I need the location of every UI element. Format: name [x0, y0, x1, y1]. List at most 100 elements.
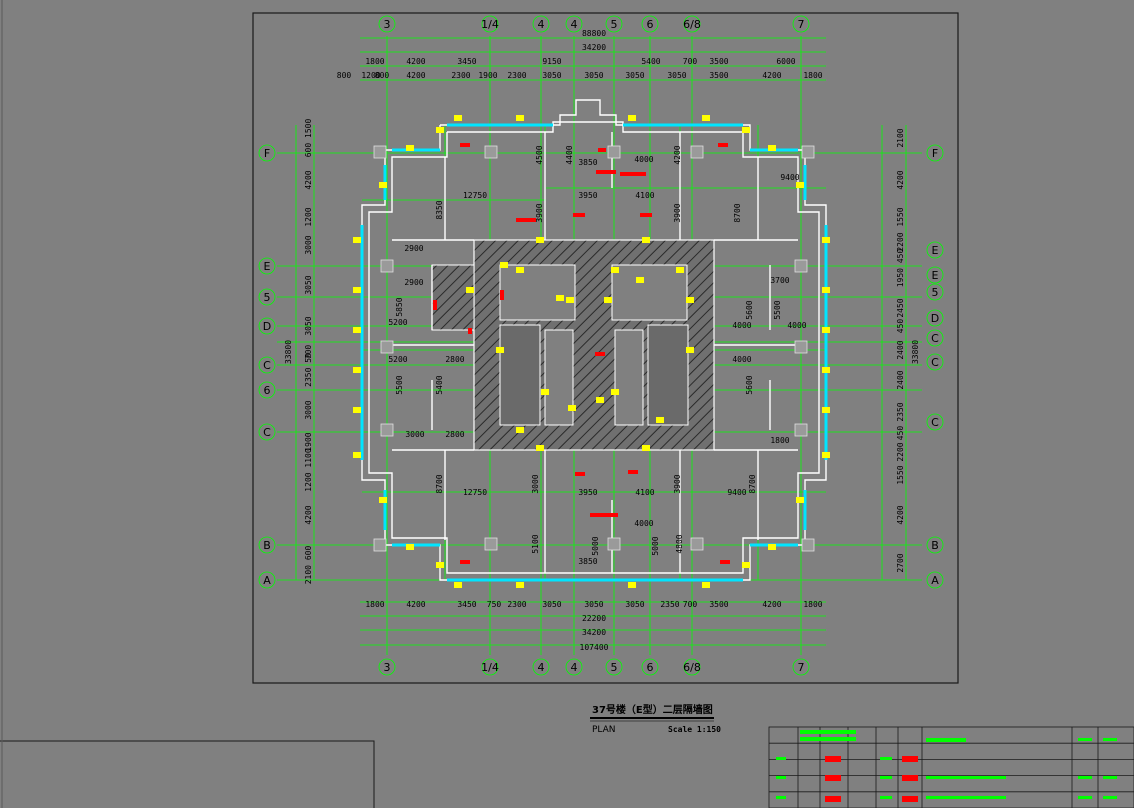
- column-mark: [822, 407, 830, 413]
- dimension-value: 2350 50: [304, 353, 313, 387]
- column-mark: [822, 367, 830, 373]
- red-mark: [573, 213, 585, 217]
- axis-label-right: C: [931, 332, 939, 345]
- dimension-value: 2700: [896, 553, 905, 572]
- column-pad: [484, 145, 498, 159]
- red-mark: [433, 300, 437, 310]
- axis-label-right-circle: [926, 283, 944, 301]
- signature-mark: [825, 756, 841, 762]
- dimension-value: 4200: [406, 600, 425, 609]
- dimension-interior: 4000: [732, 355, 751, 364]
- title-block-text-placeholder: [926, 738, 966, 742]
- axis-label-left-circle: [258, 536, 276, 554]
- dimension-value: 4200: [896, 170, 905, 189]
- dimension-interior: 4400: [565, 145, 574, 164]
- axis-label-bottom-circle: [565, 658, 583, 676]
- column-mark: [379, 182, 387, 188]
- axis-label-top: 1/4: [481, 18, 499, 31]
- dimension-value: 3050: [584, 71, 603, 80]
- column-mark: [536, 237, 544, 243]
- column-mark: [353, 367, 361, 373]
- title-block-text-placeholder: [1078, 776, 1092, 779]
- dimension-value: 1800: [365, 600, 384, 609]
- column-mark: [541, 389, 549, 395]
- drawing-subtitle: PLAN: [592, 725, 616, 735]
- column-mark: [379, 497, 387, 503]
- dimension-value: 2350: [896, 402, 905, 421]
- column-mark: [568, 405, 576, 411]
- column-mark: [702, 582, 710, 588]
- axis-label-bottom: 7: [798, 661, 805, 674]
- dimension-value: 1200: [304, 207, 313, 226]
- column-pad: [801, 145, 815, 159]
- axis-label-bottom: 6: [647, 661, 654, 674]
- title-block-text-placeholder: [776, 796, 786, 799]
- dimension-value: 4200: [304, 170, 313, 189]
- dimension-value: 3050: [584, 600, 603, 609]
- column-mark: [516, 582, 524, 588]
- column-mark: [796, 497, 804, 503]
- walls: [361, 99, 827, 581]
- column-mark: [516, 267, 524, 273]
- dimension-value: 4200: [406, 71, 425, 80]
- dimension-value: 1900: [304, 432, 313, 451]
- axis-label-right-circle: [926, 536, 944, 554]
- axis-label-right: A: [931, 574, 939, 587]
- drawing-title: 37号楼（E型）二层隔墙图: [592, 703, 713, 716]
- dimension-value: 9150: [542, 57, 561, 66]
- axis-label-left-circle: [258, 257, 276, 275]
- column-mark: [536, 445, 544, 451]
- column-pad: [484, 537, 498, 551]
- dimension-value: 3050: [542, 71, 561, 80]
- axis-label-left-circle: [258, 144, 276, 162]
- dimension-value: 4200: [304, 505, 313, 524]
- dimension-interior: 4200: [673, 145, 682, 164]
- dimension-value: 3050: [667, 71, 686, 80]
- column-pad: [794, 423, 808, 437]
- dimension-value: 2400: [896, 370, 905, 389]
- axis-label-top: 3: [384, 18, 391, 31]
- column-pad: [373, 145, 387, 159]
- column-mark: [642, 237, 650, 243]
- axis-label-bottom: 1/4: [481, 661, 499, 674]
- column-mark: [676, 267, 684, 273]
- dimension-interior: 2800: [445, 355, 464, 364]
- column-mark: [436, 127, 444, 133]
- dimension-interior: 4100: [635, 191, 654, 200]
- column-mark: [466, 287, 474, 293]
- column-mark: [500, 262, 508, 268]
- dimension-interior: 4500: [535, 145, 544, 164]
- dimension-interior: 5200: [388, 318, 407, 327]
- column-mark: [516, 115, 524, 121]
- axis-label-left: B: [263, 539, 271, 552]
- dimension-value: 1900: [478, 71, 497, 80]
- axis-label-bottom-circle: [641, 658, 659, 676]
- axis-label-right-circle: [926, 571, 944, 589]
- dimension-interior: 4100: [635, 488, 654, 497]
- red-mark: [468, 328, 472, 334]
- sheet-border-left: [0, 740, 375, 808]
- dimension-interior: 12750: [463, 488, 487, 497]
- title-block-text-placeholder: [800, 737, 856, 741]
- dimension-value: 3450: [457, 57, 476, 66]
- axis-label-left: E: [264, 260, 271, 273]
- dimension-value: 1550: [896, 465, 905, 484]
- title-block-text-placeholder: [800, 730, 856, 734]
- axis-label-left: D: [263, 320, 271, 333]
- dimension-value: 800: [375, 71, 390, 80]
- dimension-value: 2300: [507, 71, 526, 80]
- red-marks: [433, 143, 730, 564]
- title-block-text-placeholder: [926, 796, 1006, 799]
- title-block-text-placeholder: [880, 776, 892, 779]
- dimension-value: 2100 600: [304, 546, 313, 585]
- dimension-value: 3050: [542, 600, 561, 609]
- dimension-interior: 3850: [578, 158, 597, 167]
- axis-label-bottom-circle: [683, 658, 701, 676]
- column-mark: [496, 347, 504, 353]
- column-mark: [353, 327, 361, 333]
- title-block-text-placeholder: [776, 757, 786, 760]
- dimension-value: 1800: [365, 57, 384, 66]
